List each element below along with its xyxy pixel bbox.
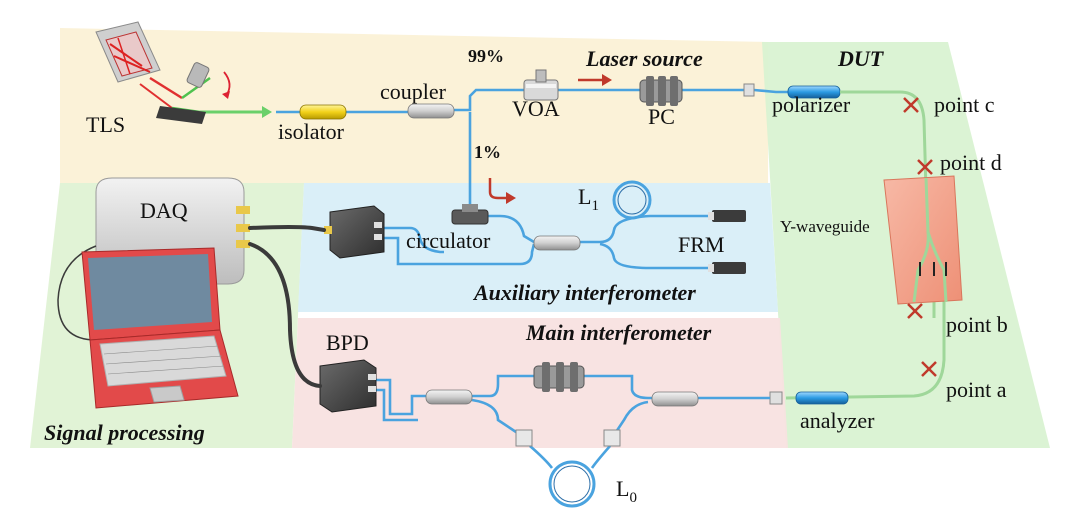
main-connector-right (603, 429, 621, 447)
point-c-marker (903, 97, 919, 113)
point-a-marker (921, 361, 937, 377)
daq-label: DAQ (140, 198, 188, 223)
point-a-label: point a (946, 377, 1007, 402)
main-connector-left (515, 429, 533, 447)
aux-direction-arrow (488, 178, 516, 204)
main-coupler-right (651, 391, 699, 407)
main-fibers (376, 374, 770, 469)
point-b-marker (907, 303, 923, 319)
signal-processing-title: Signal processing (44, 420, 205, 445)
light-direction-arrow (578, 74, 612, 86)
point-b-label: point b (946, 312, 1008, 337)
bpd-detector (319, 359, 377, 413)
y-waveguide-chip (883, 175, 963, 305)
laptop (81, 247, 239, 409)
laser-source-fibers (276, 88, 790, 208)
frm-upper (708, 210, 746, 222)
main-interferometer-title: Main interferometer (525, 320, 712, 345)
l0-label-subscript: 0 (629, 490, 637, 506)
aux-coupler-component (533, 235, 581, 251)
coupler-component (407, 103, 455, 119)
daq-cables (57, 225, 326, 388)
aux-detector-box (324, 205, 385, 259)
aux-interferometer-title: Auxiliary interferometer (472, 280, 696, 305)
frm-lower (708, 262, 746, 274)
pc-component (639, 76, 683, 106)
y-waveguide-label: Y-waveguide (780, 217, 870, 236)
l0-label-base: L (616, 476, 629, 501)
voa-component (523, 69, 559, 101)
frm-label: FRM (678, 232, 724, 257)
l0-fiber-coil (548, 460, 596, 508)
laser-source-title: Laser source (585, 46, 703, 71)
split-99-label: 99% (468, 46, 504, 66)
tls-label: TLS (86, 112, 125, 137)
circulator-label: circulator (406, 228, 491, 253)
l1-label: L1 (578, 184, 599, 214)
isolator-component (299, 104, 347, 120)
l1-label-subscript: 1 (591, 198, 599, 214)
coupler-label: coupler (380, 79, 447, 104)
l1-label-base: L (578, 184, 591, 209)
tls-laser (95, 21, 272, 124)
voa-label: VOA (512, 96, 560, 121)
main-coupler-left (425, 389, 473, 405)
dut-title: DUT (837, 46, 885, 71)
fiber-connector-top (743, 83, 755, 97)
bpd-label: BPD (326, 330, 369, 355)
analyzer-component (795, 391, 849, 405)
point-d-label: point d (940, 150, 1002, 175)
polarizer-label: polarizer (772, 92, 851, 117)
fiber-connector-bottom (769, 391, 783, 405)
analyzer-label: analyzer (800, 408, 875, 433)
circulator-component (451, 204, 489, 225)
isolator-label: isolator (278, 119, 345, 144)
l1-fiber-coil (612, 180, 652, 220)
main-pc-component (533, 362, 585, 392)
point-d-marker (917, 159, 933, 175)
split-1-label: 1% (474, 142, 501, 162)
pc-label: PC (648, 104, 675, 129)
l0-label: L0 (616, 476, 637, 506)
point-c-label: point c (934, 92, 995, 117)
